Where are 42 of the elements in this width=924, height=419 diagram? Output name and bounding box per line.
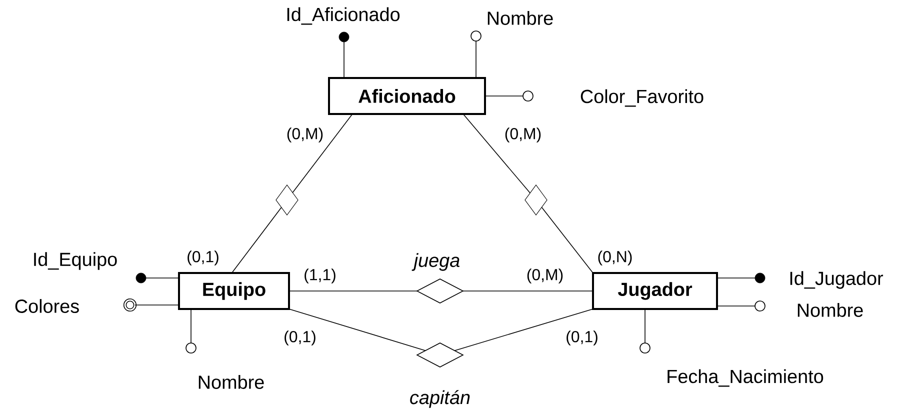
relationship-name: capitán — [410, 390, 470, 408]
attribute-name: Nombre — [488, 11, 553, 25]
cardinality-label: (0,1) — [186, 250, 220, 266]
connector-line — [190, 308, 192, 344]
entity-box: Equipo — [178, 272, 290, 310]
cardinality-label: (1,1) — [302, 268, 338, 284]
attribute-circle — [522, 90, 534, 102]
attribute-name: Colores — [15, 299, 79, 313]
attribute-circle — [186, 342, 196, 354]
connector-line — [231, 207, 282, 274]
attribute-name: Nombre — [198, 375, 264, 389]
attribute-name: Fecha_Nacimiento — [668, 369, 824, 387]
key-dot — [338, 32, 350, 42]
cardinality-label: (0,M) — [285, 126, 325, 144]
connector-line — [454, 308, 594, 352]
connector-line — [462, 114, 530, 194]
connector-line — [541, 206, 594, 274]
attribute-circle — [640, 342, 650, 354]
connector-line — [462, 290, 594, 292]
cardinality-label: (0,1) — [282, 330, 318, 346]
attribute-name: Id_Aficionado — [287, 7, 400, 25]
entity-box: Jugador — [592, 272, 718, 310]
relationship-name: juega — [412, 253, 460, 271]
cardinality-label: (0,N) — [596, 250, 634, 266]
connector-line — [134, 304, 180, 306]
key-dot — [136, 272, 146, 284]
entity-box: Aficionado — [328, 77, 486, 115]
key-dot — [754, 272, 766, 284]
cardinality-label: (0,M) — [503, 126, 543, 144]
attribute-circle — [470, 30, 482, 42]
connector-line — [288, 290, 418, 292]
attribute-name: Id_Equipo — [34, 252, 117, 270]
attribute-circle — [754, 300, 766, 312]
cardinality-label: (0,1) — [564, 330, 600, 346]
attribute-name: Id_Jugador — [790, 271, 884, 289]
connector-line — [644, 308, 646, 344]
connector-line — [292, 114, 353, 194]
multivalued-circle — [123, 298, 137, 312]
cardinality-label: (0,M) — [525, 268, 565, 284]
attribute-name: Color_Favorito — [580, 89, 704, 107]
attribute-name: Nombre — [798, 303, 863, 317]
connector-line — [288, 308, 426, 351]
